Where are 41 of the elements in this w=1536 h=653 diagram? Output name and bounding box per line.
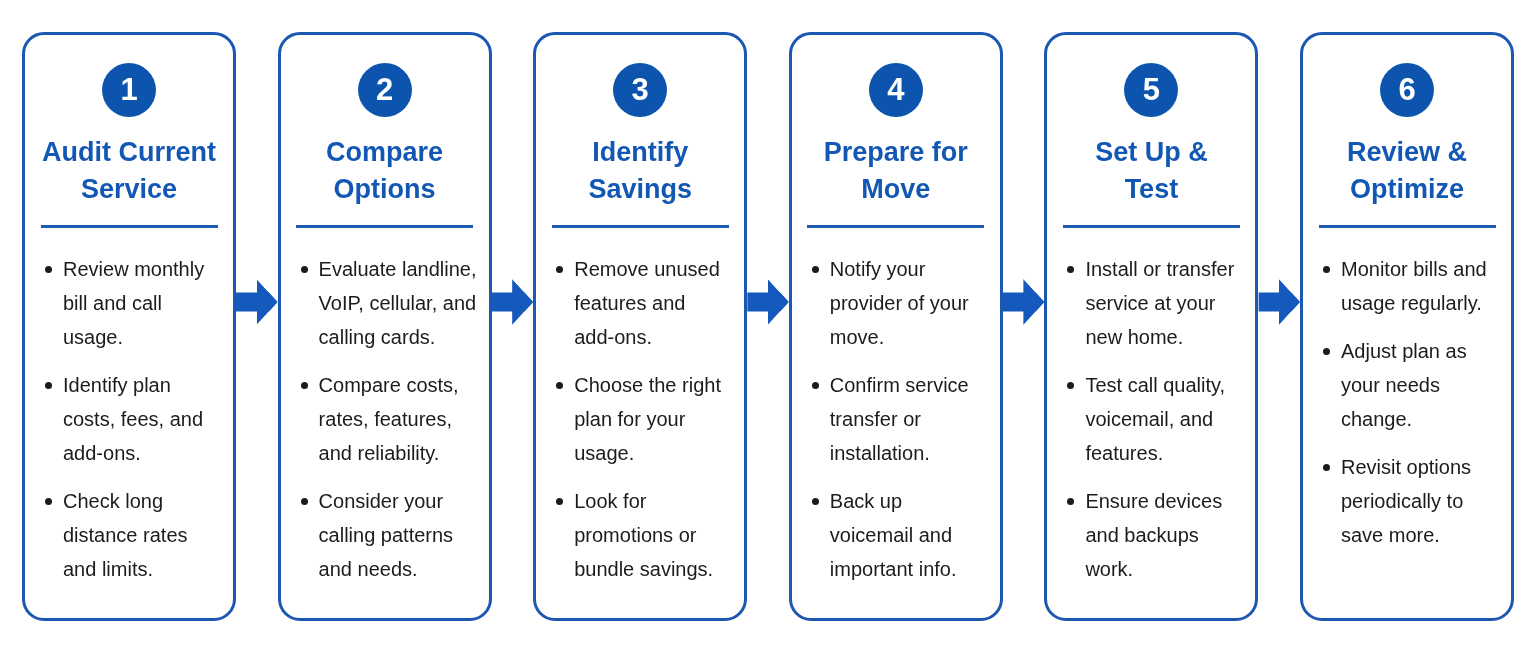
step-number-circle: 2 bbox=[357, 63, 412, 117]
bullet-point: Adjust plan as your needs change. bbox=[1322, 334, 1501, 436]
bullet-point: Install or transfer service at your new home. bbox=[1066, 252, 1246, 354]
bullet-point: Consider your calling patterns and needs. bbox=[299, 484, 479, 586]
bullet-point: Notify your provider of your move. bbox=[810, 252, 990, 354]
bullet-point: Review monthly bill and call usage. bbox=[44, 252, 223, 354]
step-title: Set Up & Test bbox=[1094, 136, 1209, 206]
bullet-point: Ensure devices and backups work. bbox=[1066, 484, 1246, 586]
bullet-point: Choose the right plan for your usage. bbox=[555, 368, 727, 470]
arrow bbox=[236, 279, 278, 325]
step-title: Audit Current Service bbox=[41, 136, 217, 206]
bullet-point: Monitor bills and usage regularly. bbox=[1322, 252, 1501, 320]
bullet-point: Look for promotions or bundle savings. bbox=[555, 484, 727, 586]
step-card bbox=[1300, 32, 1514, 621]
bullet-point: Revisit options periodically to save more. bbox=[1322, 450, 1501, 552]
step-card bbox=[1044, 32, 1259, 621]
step-number-circle: 6 bbox=[1380, 63, 1434, 117]
step-number-circle: 5 bbox=[1124, 63, 1179, 117]
step-title: Identify Savings bbox=[587, 136, 693, 206]
step-card bbox=[533, 32, 748, 621]
step-number-circle: 1 bbox=[102, 63, 156, 117]
bullet-point: Remove unused features and add-ons. bbox=[555, 252, 727, 354]
bullet-point: Identify plan costs, fees, and add-ons. bbox=[44, 368, 223, 470]
step-number-circle: 4 bbox=[868, 63, 923, 117]
step-card bbox=[22, 32, 236, 621]
step-title: Compare Options bbox=[325, 136, 445, 206]
step-title: Review & Optimize bbox=[1345, 136, 1469, 206]
step-title: Prepare for Move bbox=[822, 136, 969, 206]
bullet-point: Check long distance rates and limits. bbox=[44, 484, 223, 586]
bullet-point: Back up voicemail and important info. bbox=[810, 484, 990, 586]
bullet-point: Test call quality, voicemail, and features. bbox=[1066, 368, 1246, 470]
step-card bbox=[277, 32, 492, 621]
step-card bbox=[788, 32, 1003, 621]
arrow bbox=[1258, 279, 1300, 325]
bullet-point: Compare costs, rates, features, and reliability. bbox=[299, 368, 479, 470]
arrow bbox=[747, 279, 789, 325]
step-number-circle: 3 bbox=[613, 63, 668, 117]
bullet-point: Confirm service transfer or installation. bbox=[810, 368, 990, 470]
arrow bbox=[1002, 279, 1045, 325]
arrow bbox=[491, 279, 534, 325]
bullet-point: Evaluate landline, VoIP, cellular, and calling cards. bbox=[299, 252, 479, 354]
